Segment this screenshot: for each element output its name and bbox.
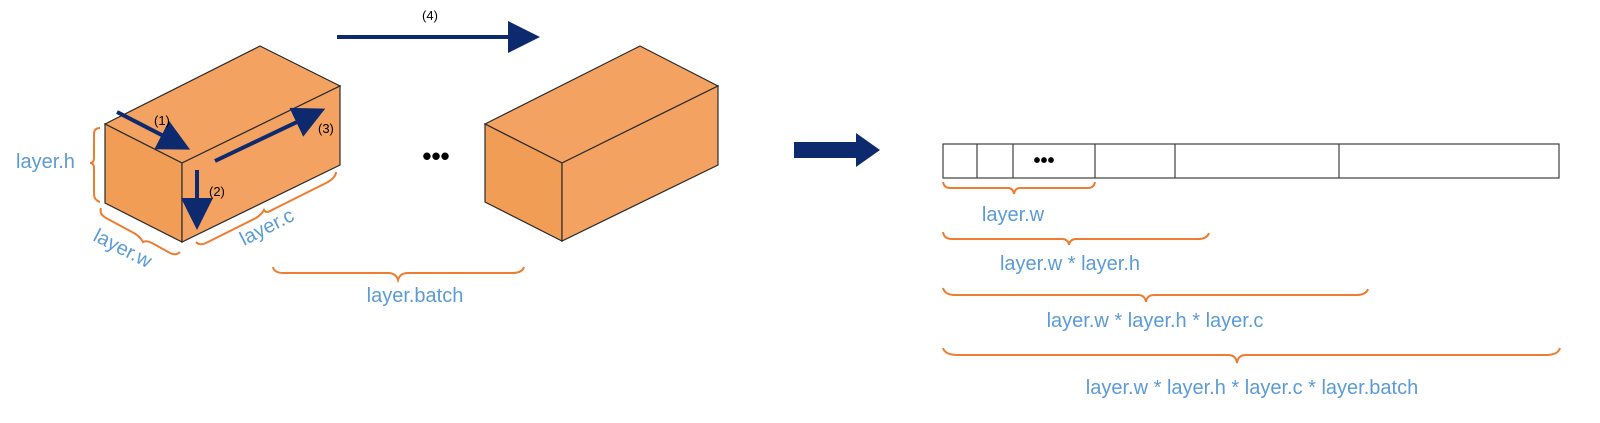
brace-c xyxy=(195,171,337,246)
tensor-box-1 xyxy=(103,45,342,243)
brace-mem-1 xyxy=(942,181,1096,195)
tensor-box-2 xyxy=(483,45,720,242)
brace-h xyxy=(89,127,101,203)
step-1-label: (1) xyxy=(154,113,170,128)
mem-label-1: layer.w xyxy=(982,204,1045,226)
memory-ellipsis: ••• xyxy=(1033,150,1054,172)
dim-w-label: layer.w xyxy=(90,225,156,273)
brace-mem-2 xyxy=(942,231,1210,246)
dim-batch-label: layer.batch xyxy=(367,285,464,307)
mem-label-4: layer.w * layer.h * layer.c * layer.batc… xyxy=(1086,377,1418,399)
step-2-label: (2) xyxy=(209,184,225,199)
memory-strip-outline xyxy=(942,143,1560,179)
step-3-arrow xyxy=(214,107,326,163)
brace-mem-4 xyxy=(942,347,1561,364)
brace-mem-3 xyxy=(942,287,1369,303)
step-4-label: (4) xyxy=(422,8,438,23)
brace-batch xyxy=(272,266,525,284)
right-arrow-icon xyxy=(794,133,880,167)
mem-label-3: layer.w * layer.h * layer.c xyxy=(1047,310,1264,332)
brace-w xyxy=(99,207,181,256)
dim-h-label: layer.h xyxy=(16,151,75,173)
memory-strip xyxy=(942,143,1560,179)
box2-side-face xyxy=(561,85,719,242)
mem-label-2: layer.w * layer.h xyxy=(1000,253,1140,275)
step-3-label: (3) xyxy=(318,121,334,136)
step-1-arrow xyxy=(116,110,191,150)
batch-ellipsis: ••• xyxy=(422,141,449,171)
